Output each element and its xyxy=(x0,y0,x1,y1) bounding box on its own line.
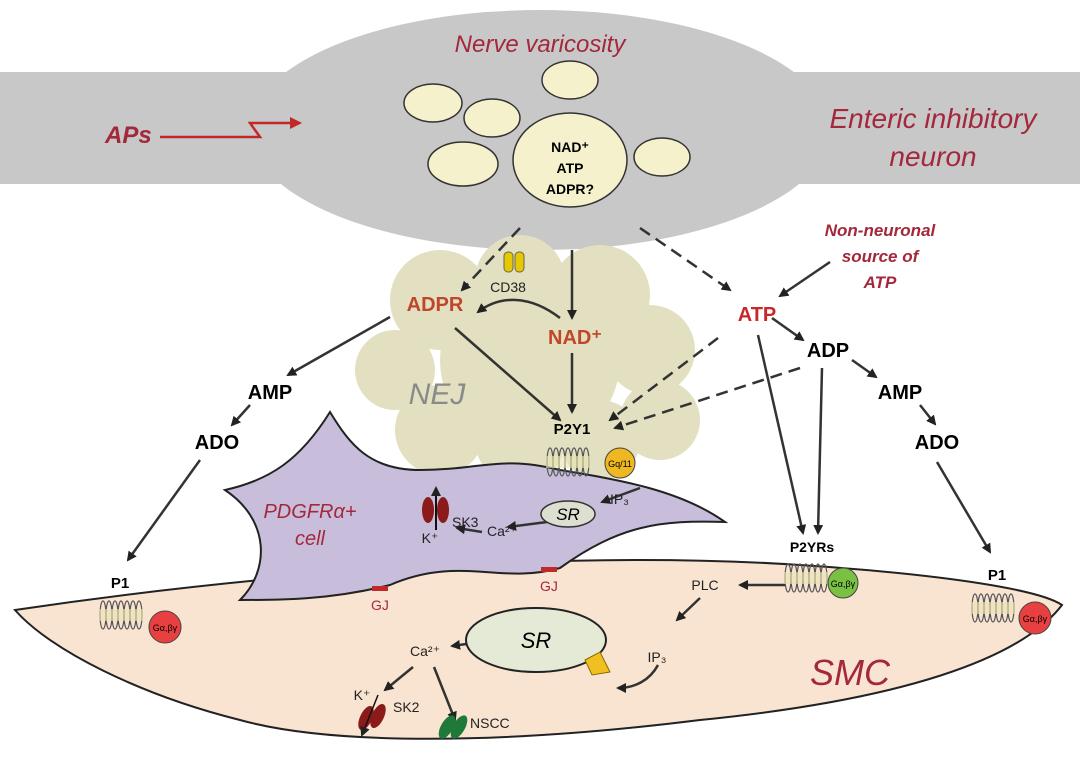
galpha-mid-label: Gα,βγ xyxy=(831,579,856,589)
ip3-smc-label: IP₃ xyxy=(648,649,667,665)
ca-top-label: Ca²⁺ xyxy=(487,523,517,539)
ca-smc-label: Ca²⁺ xyxy=(410,643,440,659)
vesicle-atp: ATP xyxy=(557,160,584,176)
pdgfr-cell-label-2: cell xyxy=(295,528,326,550)
nscc-label: NSCC xyxy=(470,715,510,731)
gj-left-label: GJ xyxy=(371,597,389,613)
vesicle-nad: NAD⁺ xyxy=(551,139,589,155)
amp-right-label: AMP xyxy=(878,382,922,404)
sr-top-label: SR xyxy=(556,505,580,524)
ado-right-label: ADO xyxy=(915,432,959,454)
sr-smc-label: SR xyxy=(521,628,552,653)
galpha-left-label: Gα,βγ xyxy=(153,623,178,633)
nerve-varicosity-label: Nerve varicosity xyxy=(455,31,628,58)
p1-right-label: P1 xyxy=(988,567,1006,584)
galpha-mid-icon xyxy=(827,567,859,599)
sr-smc-shape xyxy=(465,607,607,673)
smc-label: SMC xyxy=(810,652,891,693)
p1-left-label: P1 xyxy=(111,575,129,592)
galpha-right-icon xyxy=(1018,601,1052,635)
nej-label: NEJ xyxy=(409,378,467,411)
nej-cloud xyxy=(355,235,700,485)
sr-top-shape xyxy=(540,500,596,528)
k-smc-label: K⁺ xyxy=(354,687,371,703)
plc-label: PLC xyxy=(691,577,718,593)
ip3-top-label: IP₃ xyxy=(610,491,629,507)
non-neuronal-label-2: source of xyxy=(842,247,921,266)
gap-junction-left-icon xyxy=(372,586,388,591)
vesicle-adpr: ADPR? xyxy=(546,181,594,197)
amp-left-label: AMP xyxy=(248,382,292,404)
gj-mid-label: GJ xyxy=(540,578,558,594)
ip3-receptor-icon xyxy=(584,651,611,676)
gq11-icon xyxy=(604,447,636,479)
gq11-label: Gq/11 xyxy=(608,459,632,469)
p2yrs-label: P2YRs xyxy=(790,539,835,555)
enteric-neuron-label-1: Enteric inhibitory xyxy=(830,103,1039,134)
sk3-label: SK3 xyxy=(452,514,479,530)
nad-label: NAD⁺ xyxy=(548,327,602,349)
adpr-label: ADPR xyxy=(407,294,464,316)
sk2-channel-icon xyxy=(358,694,386,737)
atp-label: ATP xyxy=(738,304,777,326)
cd38-label: CD38 xyxy=(490,279,526,295)
k-top-label: K⁺ xyxy=(422,530,439,546)
enteric-neuron-label-2: neuron xyxy=(889,141,976,172)
pathway-arrows xyxy=(126,226,992,722)
pdgfr-cell-label-1: PDGFRα+ xyxy=(263,501,356,523)
adp-label: ADP xyxy=(807,340,849,362)
non-neuronal-label-1: Non-neuronal xyxy=(825,221,937,240)
action-potential-arrow xyxy=(160,117,302,139)
vesicles xyxy=(403,60,691,208)
cd38-icon xyxy=(503,251,525,273)
ado-left-label: ADO xyxy=(195,432,239,454)
p2y1-label: P2Y1 xyxy=(554,421,591,438)
sk3-channel-icon xyxy=(422,486,449,530)
aps-label: APs xyxy=(104,122,152,149)
gap-junction-mid-icon xyxy=(541,567,557,572)
sk2-label: SK2 xyxy=(393,699,420,715)
galpha-left-icon xyxy=(148,610,182,644)
non-neuronal-label-3: ATP xyxy=(863,273,897,292)
pdgfr-alpha-cell xyxy=(222,410,729,602)
galpha-right-label: Gα,βγ xyxy=(1023,614,1048,624)
nscc-channel-icon xyxy=(438,715,468,739)
